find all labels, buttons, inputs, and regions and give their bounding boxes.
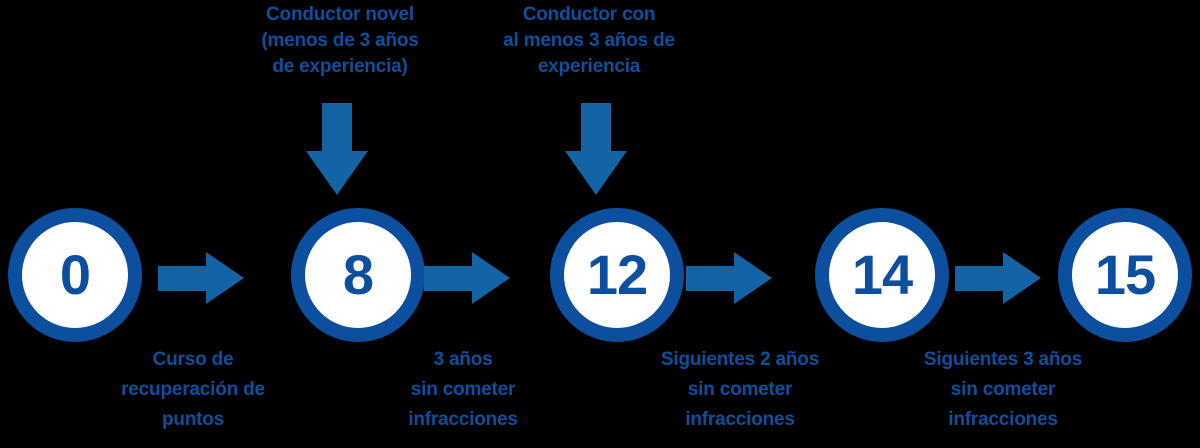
arrow-down-icon-to-node-12 <box>565 103 627 195</box>
top-callout-conductor-novel: Conductor novel (menos de 3 años de expe… <box>261 4 419 77</box>
arrow-head <box>565 151 627 195</box>
arrow-head <box>306 151 368 195</box>
arrow-shaft <box>955 266 1009 291</box>
arrow-shaft <box>424 266 478 291</box>
timeline-node-14: 14 <box>815 208 949 342</box>
arrow-head <box>206 252 244 304</box>
arrow-right-icon-0-to-8 <box>158 252 244 304</box>
arrow-head <box>734 252 772 304</box>
timeline-node-0: 0 <box>8 208 142 342</box>
arrow-head <box>472 252 510 304</box>
arrow-shaft <box>581 103 611 155</box>
arrow-right-icon-12-to-14 <box>686 252 772 304</box>
bottom-label-siguientes-2-anos: Siguientes 2 años sin cometer infraccion… <box>660 349 820 430</box>
timeline-node-15: 15 <box>1058 208 1192 342</box>
arrow-head <box>1003 252 1041 304</box>
arrow-right-icon-14-to-15 <box>955 252 1041 304</box>
arrow-shaft <box>686 266 740 291</box>
node-value: 12 <box>586 243 648 306</box>
node-value: 0 <box>59 243 91 306</box>
timeline-node-12: 12 <box>550 208 684 342</box>
arrow-down-icon-to-node-8 <box>306 103 368 195</box>
arrow-shaft <box>158 266 212 291</box>
node-value: 8 <box>342 243 374 306</box>
node-value: 14 <box>851 243 913 306</box>
arrow-right-icon-8-to-12 <box>424 252 510 304</box>
bottom-label-siguientes-3-anos: Siguientes 3 años sin cometer infraccion… <box>923 349 1083 430</box>
top-callout-conductor-experimentado: Conductor con al menos 3 años de experie… <box>503 4 675 77</box>
bottom-label-3-anos: 3 años sin cometer infracciones <box>408 349 518 430</box>
bottom-label-curso-recuperacion: Curso de recuperación de puntos <box>121 349 265 430</box>
timeline-row: 0 8 12 14 15 <box>0 208 1200 342</box>
timeline-node-8: 8 <box>291 208 425 342</box>
node-value: 15 <box>1094 243 1156 306</box>
arrow-shaft <box>322 103 352 155</box>
